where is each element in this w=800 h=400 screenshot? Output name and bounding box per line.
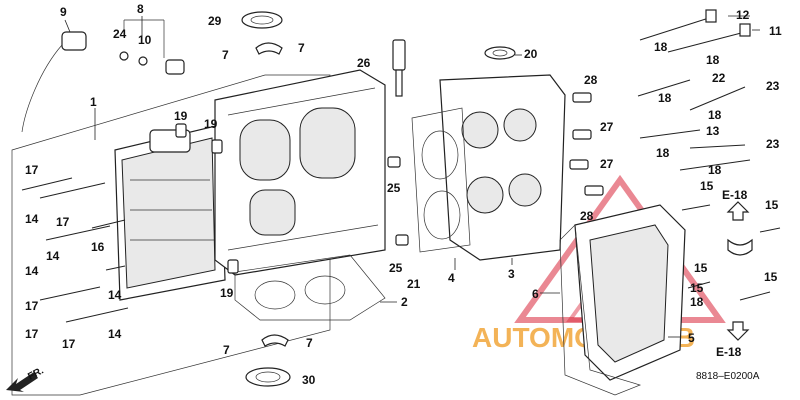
sensor-hardware [119, 19, 185, 75]
temperature-sensor [21, 31, 87, 133]
callout-7a: 7 [222, 48, 229, 62]
callout-18d: 18 [708, 108, 722, 122]
callout-8: 8 [137, 2, 144, 16]
callout-27b: 27 [600, 157, 614, 171]
callout-17a: 17 [25, 163, 39, 177]
base-gasket [234, 254, 386, 321]
callout-17d: 17 [25, 327, 39, 341]
callout-5: 5 [688, 331, 695, 345]
callout-21: 21 [407, 277, 421, 291]
callout-18f: 18 [708, 163, 722, 177]
callout-14c: 14 [25, 264, 39, 278]
callout-22: 22 [712, 71, 726, 85]
callout-15a: 15 [700, 179, 714, 193]
callout-25a: 25 [387, 181, 401, 195]
dowel-pins [175, 92, 604, 274]
callout-15d: 15 [764, 270, 778, 284]
callout-6: 6 [532, 287, 539, 301]
ref-e18-top: E-18 [722, 188, 748, 202]
callout-26: 26 [357, 56, 371, 70]
callout-17b: 17 [56, 215, 70, 229]
callout-17c: 17 [25, 299, 39, 313]
callout-15c: 15 [694, 261, 708, 275]
cylinder-block [214, 69, 386, 276]
spark-plug [392, 39, 406, 97]
front-label: FR. [26, 365, 46, 382]
cylinder-head-cover-outline [11, 74, 331, 396]
left-bolts [21, 177, 129, 323]
leader-lines [64, 15, 760, 338]
callout-23a: 23 [766, 79, 780, 93]
cylinder-head-body [439, 74, 566, 261]
callout-29: 29 [208, 14, 222, 28]
head-gasket [411, 107, 471, 253]
callout-15b: 15 [765, 198, 779, 212]
ref-e18-bottom: E-18 [716, 345, 742, 359]
callout-24: 24 [113, 27, 127, 41]
callout-1: 1 [90, 95, 97, 109]
callout-27a: 27 [600, 120, 614, 134]
front-arrow-icon [6, 372, 38, 392]
head-cover-right [559, 204, 686, 396]
callout-15e: 15 [690, 281, 704, 295]
callout-19c: 19 [220, 286, 234, 300]
callout-17e: 17 [62, 337, 76, 351]
callout-14d: 14 [108, 288, 122, 302]
callout-3: 3 [508, 267, 515, 281]
callout-14a: 14 [25, 212, 39, 226]
callout-9: 9 [60, 5, 67, 19]
down-arrow-icon [726, 321, 750, 341]
callout-18e: 18 [656, 146, 670, 160]
callout-19b: 19 [204, 117, 218, 131]
callout-labels: 9 8 29 24 10 7 7 26 20 1 19 19 17 14 17 … [25, 2, 782, 387]
callout-2: 2 [401, 295, 408, 309]
callout-7d: 7 [306, 336, 313, 350]
bearing-halves [255, 42, 289, 347]
callout-18c: 18 [658, 91, 672, 105]
callout-19a: 19 [174, 109, 188, 123]
right-long-bolts [637, 9, 781, 301]
callout-28b: 28 [580, 209, 594, 223]
callout-30: 30 [302, 373, 316, 387]
diagram-code: 8818–E0200A [696, 371, 760, 382]
callout-13: 13 [706, 124, 720, 138]
callout-28a: 28 [584, 73, 598, 87]
callout-14b: 14 [46, 249, 60, 263]
callout-18b: 18 [706, 53, 720, 67]
callout-18a: 18 [654, 40, 668, 54]
callout-16: 16 [91, 240, 105, 254]
oil-seals [241, 11, 516, 387]
callout-14e: 14 [108, 327, 122, 341]
callout-7b: 7 [298, 41, 305, 55]
e18-arrows [726, 201, 753, 341]
callout-7c: 7 [223, 343, 230, 357]
up-arrow-icon [726, 201, 750, 221]
callout-25b: 25 [389, 261, 403, 275]
callout-12: 12 [736, 8, 750, 22]
callout-4: 4 [448, 271, 455, 285]
callout-10: 10 [138, 33, 152, 47]
callout-23b: 23 [766, 137, 780, 151]
callout-20: 20 [524, 47, 538, 61]
callout-11: 11 [769, 24, 782, 38]
callout-18g: 18 [690, 295, 704, 309]
